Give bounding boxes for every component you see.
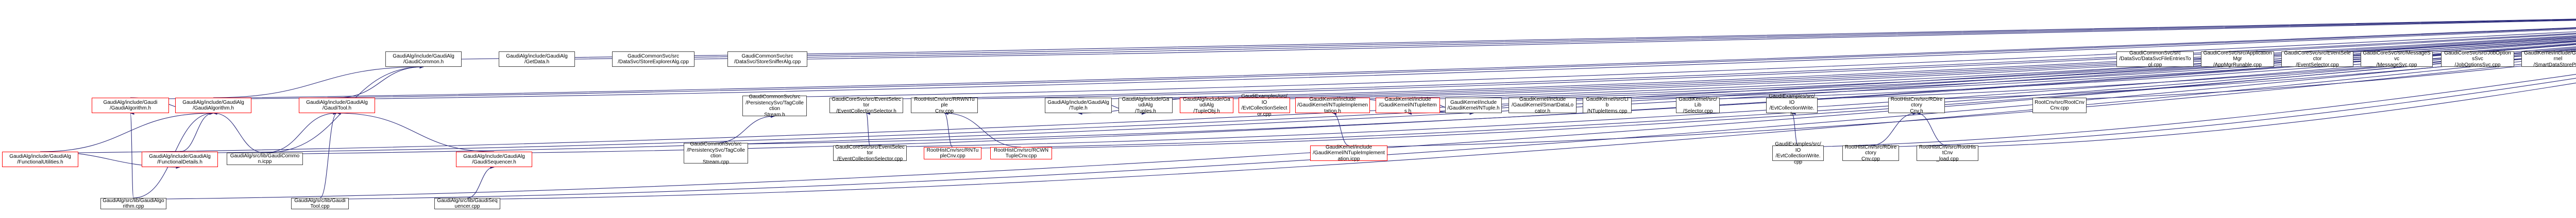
- graph-node[interactable]: GaudiAlg/include/GaudiAlg /TupleObj.h: [1180, 97, 1233, 114]
- graph-node[interactable]: GaudiCoreSvc/src/ApplicationMgr /AppMgrR…: [2201, 50, 2274, 68]
- graph-node[interactable]: GaudiAlg/include/GaudiAlg /GaudiTool.h: [299, 98, 375, 113]
- include-edge-to-root: [1387, 58, 2576, 147]
- graph-node[interactable]: GaudiKernel/src/Lib /NTupleItems.cpp: [1583, 97, 1632, 114]
- graph-node[interactable]: GaudiKernel/include/GaudiKernel /SmartDa…: [2521, 50, 2576, 68]
- include-edge-to-root: [1899, 78, 2576, 147]
- include-edge-to-root: [981, 49, 2576, 149]
- graph-node[interactable]: RootHistCnv/src/RDirectory Cnv.h: [1888, 97, 1945, 114]
- include-edge-to-root: [532, 44, 2576, 153]
- graph-node[interactable]: GaudiAlg/src/lib/GaudiAlgorithm.cpp: [100, 198, 166, 209]
- graph-node[interactable]: GaudiAlg/src/lib/GaudiTool.cpp: [291, 198, 349, 209]
- graph-node[interactable]: RootCnv/src/RootCnv Cnv.cpp: [2032, 98, 2087, 113]
- include-edge: [212, 111, 265, 153]
- include-edge: [264, 111, 338, 153]
- graph-node[interactable]: GaudiCommonSvc/src /DataSvc/StoreExplore…: [612, 51, 694, 67]
- include-edge: [129, 112, 134, 198]
- include-edge-to-root: [574, 19, 2576, 60]
- graph-node[interactable]: GaudiCoreSvc/src/EventSelector /EventCol…: [833, 144, 907, 162]
- graph-node[interactable]: RootHistCnv/src/RNTupleCnv.cpp: [924, 147, 981, 159]
- graph-node[interactable]: GaudiCoreSvc/src/JobOptionsSvc /JobOptio…: [2441, 50, 2514, 68]
- include-edge: [1870, 111, 1918, 146]
- graph-node[interactable]: GaudiCoreSvc/src/MessageSvc /MessageSvc.…: [2361, 50, 2433, 68]
- graph-node[interactable]: GaudiExamples/src/IO /EvtCollectionSelec…: [1239, 94, 1290, 117]
- graph-node[interactable]: GaudiCommonSvc/src /DataSvc/StoreSniffer…: [727, 51, 807, 67]
- graph-node[interactable]: GaudiAlg/include/GaudiAlg /Tuples.h: [1118, 97, 1173, 114]
- include-edge: [40, 111, 214, 152]
- include-edge: [1791, 111, 1799, 146]
- graph-node[interactable]: GaudiAlg/src/lib/GaudiCommon.icpp: [227, 153, 303, 165]
- include-edge-to-root: [302, 41, 2576, 154]
- graph-node[interactable]: GaudiKernel/src/Lib /Selector.cpp: [1676, 97, 1720, 114]
- include-edge-to-root: [78, 39, 2576, 153]
- graph-node[interactable]: RootHistCnv/src/RCWNTupleCnv.cpp: [990, 147, 1052, 159]
- graph-node[interactable]: GaudiExamples/src/IO /EvtCollectionWrite…: [1766, 94, 1818, 117]
- include-edge: [716, 114, 775, 143]
- graph-node[interactable]: GaudiKernel/include /GaudiKernel/NTuple.…: [1445, 98, 1502, 113]
- include-edge-to-root: [1052, 50, 2576, 149]
- graph-node[interactable]: GaudiExamples/src/IO /EvtCollectionWrite…: [1772, 141, 1824, 165]
- include-edge: [336, 111, 495, 152]
- include-edge-to-root: [1111, 35, 2576, 99]
- graph-node[interactable]: GaudiAlg/include/GaudiAlg /Tuple.h: [1045, 98, 1112, 113]
- include-edge-to-root: [1631, 44, 2576, 99]
- include-edge-to-root: [906, 47, 2576, 147]
- graph-node[interactable]: GaudiAlg/include/GaudiAlg /GaudiSequence…: [456, 152, 532, 167]
- include-edge-to-root: [1978, 82, 2576, 147]
- graph-node[interactable]: RootHistCnv/src/RDirectory Cnv.cpp: [1842, 144, 1899, 162]
- include-edge: [179, 111, 214, 152]
- graph-node[interactable]: GaudiAlg/include/GaudiAlg /GaudiAlgorith…: [175, 98, 251, 113]
- include-edge: [319, 111, 338, 198]
- include-edge: [943, 111, 1022, 148]
- include-edge: [336, 65, 425, 98]
- include-edge: [866, 111, 871, 146]
- include-edge: [1916, 111, 1948, 146]
- graph-node[interactable]: GaudiCoreSvc/src/EventSelector /EventCol…: [829, 97, 903, 114]
- graph-node[interactable]: RootHistCnv/src/RootHistCnv _load.cpp: [1917, 144, 1978, 162]
- include-edge: [467, 165, 495, 198]
- graph-node[interactable]: GaudiCommonSvc/src /PersistencySvc/TagCo…: [742, 94, 807, 118]
- include-edge-to-root: [217, 40, 2576, 153]
- include-edge-to-root: [166, 50, 2576, 199]
- include-edge: [1332, 111, 1349, 146]
- graph-node[interactable]: GaudiAlg/include/Gaudi /GaudiAlgorithm.h: [92, 98, 169, 113]
- include-edge-to-root: [748, 44, 2576, 144]
- graph-node[interactable]: GaudiKernel/include /GaudiKernel/NTupleI…: [1310, 144, 1387, 162]
- include-edge: [213, 65, 425, 98]
- graph-node[interactable]: GaudiCommonSvc/src /DataSvc/DataSvcFileE…: [2116, 50, 2194, 68]
- graph-node[interactable]: GaudiKernel/include /GaudiKernel/SmartDa…: [1509, 97, 1577, 114]
- include-edge-to-root: [1823, 74, 2576, 147]
- graph-node[interactable]: GaudiAlg/include/GaudiAlg /FunctionalDet…: [142, 152, 218, 167]
- graph-node[interactable]: GaudiCommonSvc/src /PersistencySvc/TagCo…: [684, 141, 748, 165]
- graph-node[interactable]: GaudiKernel/include /GaudiKernel/NTupleI…: [1376, 97, 1440, 114]
- include-edge: [943, 111, 953, 148]
- graph-node[interactable]: GaudiKernel/include /GaudiKernel/NTupleI…: [1295, 97, 1370, 114]
- graph-node[interactable]: GaudiAlg/include/GaudiAlg /FunctionalUti…: [2, 152, 78, 167]
- graph-node[interactable]: RootHistCnv/src/RRWNTuple Cnv.cpp: [911, 97, 978, 114]
- graph-node[interactable]: GaudiAlg/src/lib/GaudiSequencer.cpp: [434, 198, 500, 209]
- graph-node[interactable]: GaudiAlg/include/GaudiAlg /GetData.h: [499, 51, 575, 67]
- graph-node[interactable]: GaudiAlg/include/GaudiAlg /GaudiCommon.h: [385, 51, 462, 67]
- graph-node[interactable]: GaudiCoreSvc/src/EventSelector /EventSel…: [2281, 50, 2353, 68]
